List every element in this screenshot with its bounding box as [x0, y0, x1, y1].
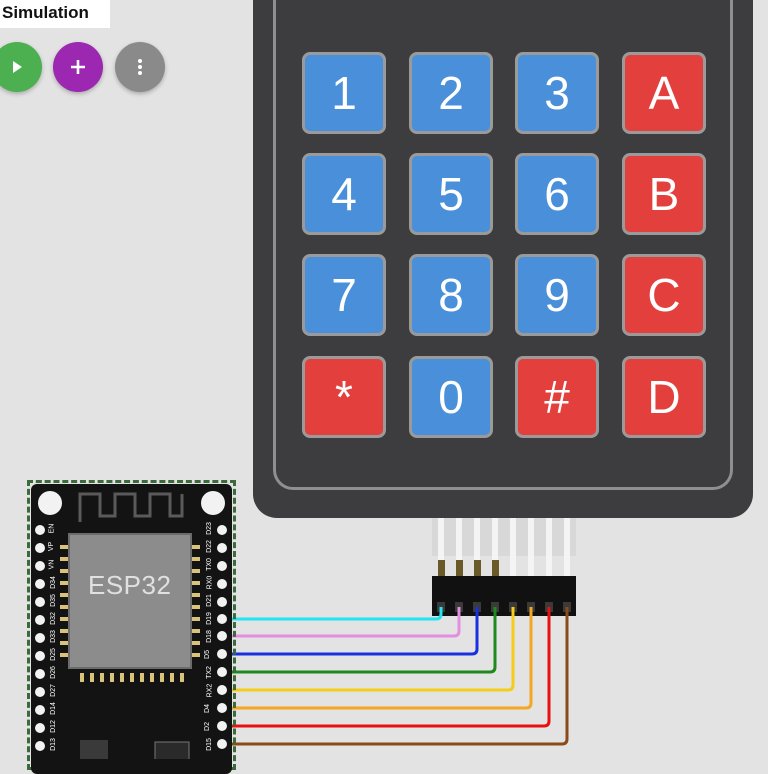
- pin-label-vn: VN: [48, 559, 56, 570]
- wire-d5[interactable]: [222, 607, 479, 656]
- pin-label-d13: D13: [49, 738, 57, 751]
- key-1[interactable]: 1: [302, 52, 386, 134]
- key-hash[interactable]: #: [515, 356, 599, 438]
- key-6[interactable]: 6: [515, 153, 599, 235]
- simulation-tab[interactable]: Simulation: [0, 0, 110, 28]
- pin-label-d22: D22: [205, 540, 213, 553]
- play-button[interactable]: [0, 42, 42, 92]
- pin-label-d2: D2: [203, 722, 211, 731]
- pin-label-en: EN: [48, 523, 56, 534]
- wire-d4[interactable]: [222, 607, 533, 710]
- wire-d19[interactable]: [222, 607, 443, 621]
- pin-label-rx2: RX2: [206, 683, 214, 698]
- key-star[interactable]: *: [302, 356, 386, 438]
- more-vertical-icon: [138, 59, 142, 75]
- pin-label-d21: D21: [205, 594, 213, 607]
- key-2[interactable]: 2: [409, 52, 493, 134]
- pin-label-d14: D14: [49, 702, 57, 715]
- key-a[interactable]: A: [622, 52, 706, 134]
- pin-label-d5: D5: [203, 650, 211, 659]
- pin-label-d35: D35: [49, 594, 57, 607]
- wire-d15[interactable]: [222, 607, 569, 746]
- pin-label-d19: D19: [205, 612, 213, 625]
- pin-label-d32: D32: [49, 612, 57, 625]
- key-3[interactable]: 3: [515, 52, 599, 134]
- key-d[interactable]: D: [622, 356, 706, 438]
- pin-label-vp: VP: [48, 541, 56, 552]
- key-c[interactable]: C: [622, 254, 706, 336]
- keypad-frame: [273, 0, 733, 490]
- key-7[interactable]: 7: [302, 254, 386, 336]
- pin-label-d18: D18: [205, 630, 213, 643]
- wire-d2[interactable]: [222, 607, 551, 728]
- pin-label-d33: D33: [49, 630, 57, 643]
- pin-label-d12: D12: [49, 720, 57, 733]
- pin-label-d15: D15: [205, 738, 213, 751]
- pin-label-d26: D26: [49, 666, 57, 679]
- key-0[interactable]: 0: [409, 356, 493, 438]
- pin-label-d23: D23: [205, 522, 213, 535]
- wire-rx2[interactable]: [222, 607, 515, 692]
- pin-label-tx0: TX0: [205, 558, 213, 571]
- pin-label-d25: D25: [49, 648, 57, 661]
- key-8[interactable]: 8: [409, 254, 493, 336]
- wire-tx2[interactable]: [222, 607, 497, 674]
- plus-icon: [71, 60, 85, 74]
- esp32-label: ESP32: [88, 570, 172, 600]
- pin-label-d34: D34: [49, 576, 57, 589]
- key-5[interactable]: 5: [409, 153, 493, 235]
- more-button[interactable]: [115, 42, 165, 92]
- play-icon: [13, 61, 22, 73]
- pin-label-tx2: TX2: [205, 666, 213, 679]
- ribbon-cable: [432, 518, 576, 576]
- pin-label-d27: D27: [49, 684, 57, 697]
- key-4[interactable]: 4: [302, 153, 386, 235]
- pin-label-rx0: RX0: [206, 575, 214, 590]
- pin-label-d4: D4: [203, 704, 211, 713]
- key-9[interactable]: 9: [515, 254, 599, 336]
- esp32-chip: [68, 533, 192, 669]
- wire-d18[interactable]: [222, 607, 461, 638]
- add-button[interactable]: [53, 42, 103, 92]
- key-b[interactable]: B: [622, 153, 706, 235]
